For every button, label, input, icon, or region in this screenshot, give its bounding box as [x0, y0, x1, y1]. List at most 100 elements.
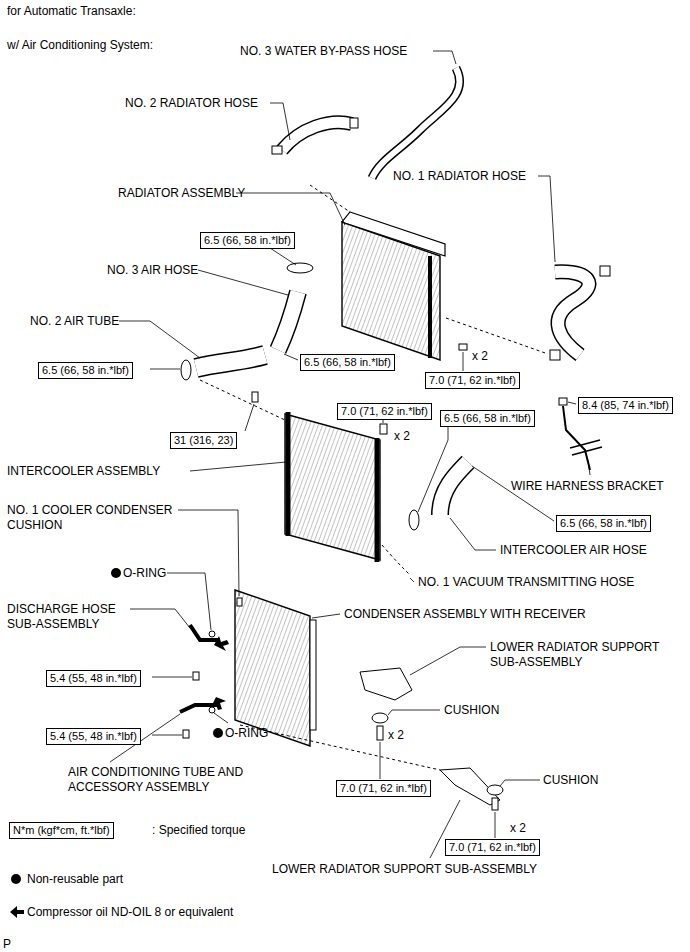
torque-value: 7.0 (71, 62 in.*lbf)	[340, 782, 427, 795]
torque-value: 7.0 (71, 62 in.*lbf)	[341, 405, 428, 418]
legend-text: Non-reusable part	[27, 872, 123, 887]
torque-box: 6.5 (66, 58 in.*lbf)	[38, 362, 133, 379]
leader-line	[150, 369, 180, 370]
cushion	[487, 785, 503, 795]
vacuum-hose	[382, 545, 410, 575]
torque-box: 6.5 (66, 58 in.*lbf)	[440, 410, 535, 427]
receiver	[310, 620, 316, 730]
part-label: x 2	[472, 349, 488, 364]
leader-line	[284, 354, 298, 360]
leader-line	[472, 466, 554, 521]
legend-text: Compressor oil ND-OIL 8 or equivalent	[27, 905, 233, 920]
torque-box: 7.0 (71, 62 in.*lbf)	[336, 780, 431, 797]
part-label: NO. 2 RADIATOR HOSE	[125, 96, 258, 111]
hose-inner	[278, 292, 298, 350]
leader-line	[410, 647, 486, 675]
torque-box: 8.4 (85, 74 in.*lbf)	[578, 397, 673, 414]
condenser-core	[235, 590, 310, 746]
torque-box: 7.0 (71, 62 in.*lbf)	[337, 403, 432, 420]
part-label: WIRE HARNESS BRACKET	[511, 479, 664, 494]
part-label: P	[3, 937, 11, 952]
part-label: NO. 1 RADIATOR HOSE	[393, 169, 526, 184]
leader-line	[312, 614, 340, 618]
part-label: O-RING	[225, 726, 268, 741]
part-label: LOWER RADIATOR SUPPORT SUB-ASSEMBLY	[490, 640, 680, 670]
radiator-side-tank	[428, 256, 432, 358]
torque-box: 6.5 (66, 58 in.*lbf)	[300, 354, 395, 371]
leader-line	[418, 427, 448, 512]
oil-arrow	[211, 697, 226, 710]
intercooler-tank	[286, 412, 291, 536]
legend-text: : Specified torque	[152, 823, 245, 838]
ac-tube	[180, 705, 220, 712]
legend-arrow	[10, 906, 24, 918]
part-label: RADIATOR ASSEMBLY	[118, 186, 245, 201]
bracket	[563, 406, 590, 470]
part-label: AIR CONDITIONING TUBE AND ACCESSORY ASSE…	[68, 765, 268, 795]
leader-line	[410, 578, 414, 582]
hose-outline	[282, 122, 352, 150]
discharge-hose	[190, 625, 220, 640]
torque-value: 6.5 (66, 58 in.*lbf)	[204, 234, 291, 247]
torque-box: 5.4 (55, 48 in.*lbf)	[46, 728, 141, 745]
bolt	[459, 344, 467, 350]
torque-box: 6.5 (66, 58 in.*lbf)	[556, 515, 651, 532]
hose-clamp	[287, 263, 313, 273]
hose-inner	[282, 122, 352, 150]
torque-value: 5.4 (55, 48 in.*lbf)	[50, 672, 137, 685]
part-label: NO. 3 WATER BY-PASS HOSE	[240, 44, 407, 59]
harness	[570, 440, 602, 455]
leader-line	[198, 270, 288, 295]
cushion	[237, 598, 242, 606]
dashed-line	[310, 185, 350, 212]
dashed-line	[240, 725, 440, 770]
torque-value: 7.0 (71, 62 in.*lbf)	[449, 841, 536, 854]
intercooler-tank	[375, 438, 380, 562]
torque-value: 5.4 (55, 48 in.*lbf)	[50, 730, 137, 743]
support-bracket	[360, 668, 412, 700]
bolt	[252, 392, 258, 402]
torque-value: 6.5 (66, 58 in.*lbf)	[444, 412, 531, 425]
hose-clamp	[272, 146, 282, 154]
torque-box: 7.0 (71, 62 in.*lbf)	[445, 839, 540, 856]
bolt	[183, 730, 189, 738]
non-reusable-mark	[111, 568, 121, 578]
part-label: x 2	[388, 728, 404, 743]
bolt	[377, 726, 383, 740]
hose-clamp	[181, 360, 191, 380]
part-label: INTERCOOLER AIR HOSE	[500, 543, 647, 558]
hose-outline	[555, 272, 589, 355]
part-label: x 2	[394, 429, 410, 444]
leader-line	[380, 742, 381, 779]
tube-outline	[196, 355, 265, 368]
leader-line	[450, 518, 496, 550]
part-label: NO. 2 AIR TUBE	[30, 314, 119, 329]
leader-line	[463, 352, 464, 371]
torque-value: 7.0 (71, 62 in.*lbf)	[429, 374, 516, 387]
leader-line	[178, 510, 239, 596]
leader-line	[190, 462, 286, 471]
dashed-line	[200, 380, 285, 420]
leader-line	[270, 248, 296, 265]
leader-line	[270, 103, 290, 140]
leader-line	[167, 573, 211, 630]
dashed-line	[446, 318, 548, 354]
part-label: w/ Air Conditioning System:	[7, 38, 153, 53]
torque-value: 6.5 (66, 58 in.*lbf)	[560, 517, 647, 530]
leader-line	[433, 51, 456, 64]
hose-inner	[440, 462, 468, 515]
torque-box: N*m (kgf*cm, ft.*lbf)	[9, 822, 114, 839]
leader-line	[152, 677, 192, 678]
leader-line	[500, 780, 540, 786]
torque-value: 8.4 (85, 74 in.*lbf)	[582, 399, 669, 412]
part-label: O-RING	[123, 566, 166, 581]
part-label: LOWER RADIATOR SUPPORT SUB-ASSEMBLY	[272, 862, 537, 877]
leader-line	[152, 735, 182, 736]
leader-line	[119, 321, 200, 358]
torque-value: 6.5 (66, 58 in.*lbf)	[42, 364, 129, 377]
radiator-tank	[342, 212, 445, 256]
leader-line	[588, 460, 590, 475]
o-ring	[209, 631, 215, 637]
part-label: for Automatic Transaxle:	[7, 4, 136, 19]
part-label: CUSHION	[444, 703, 499, 718]
